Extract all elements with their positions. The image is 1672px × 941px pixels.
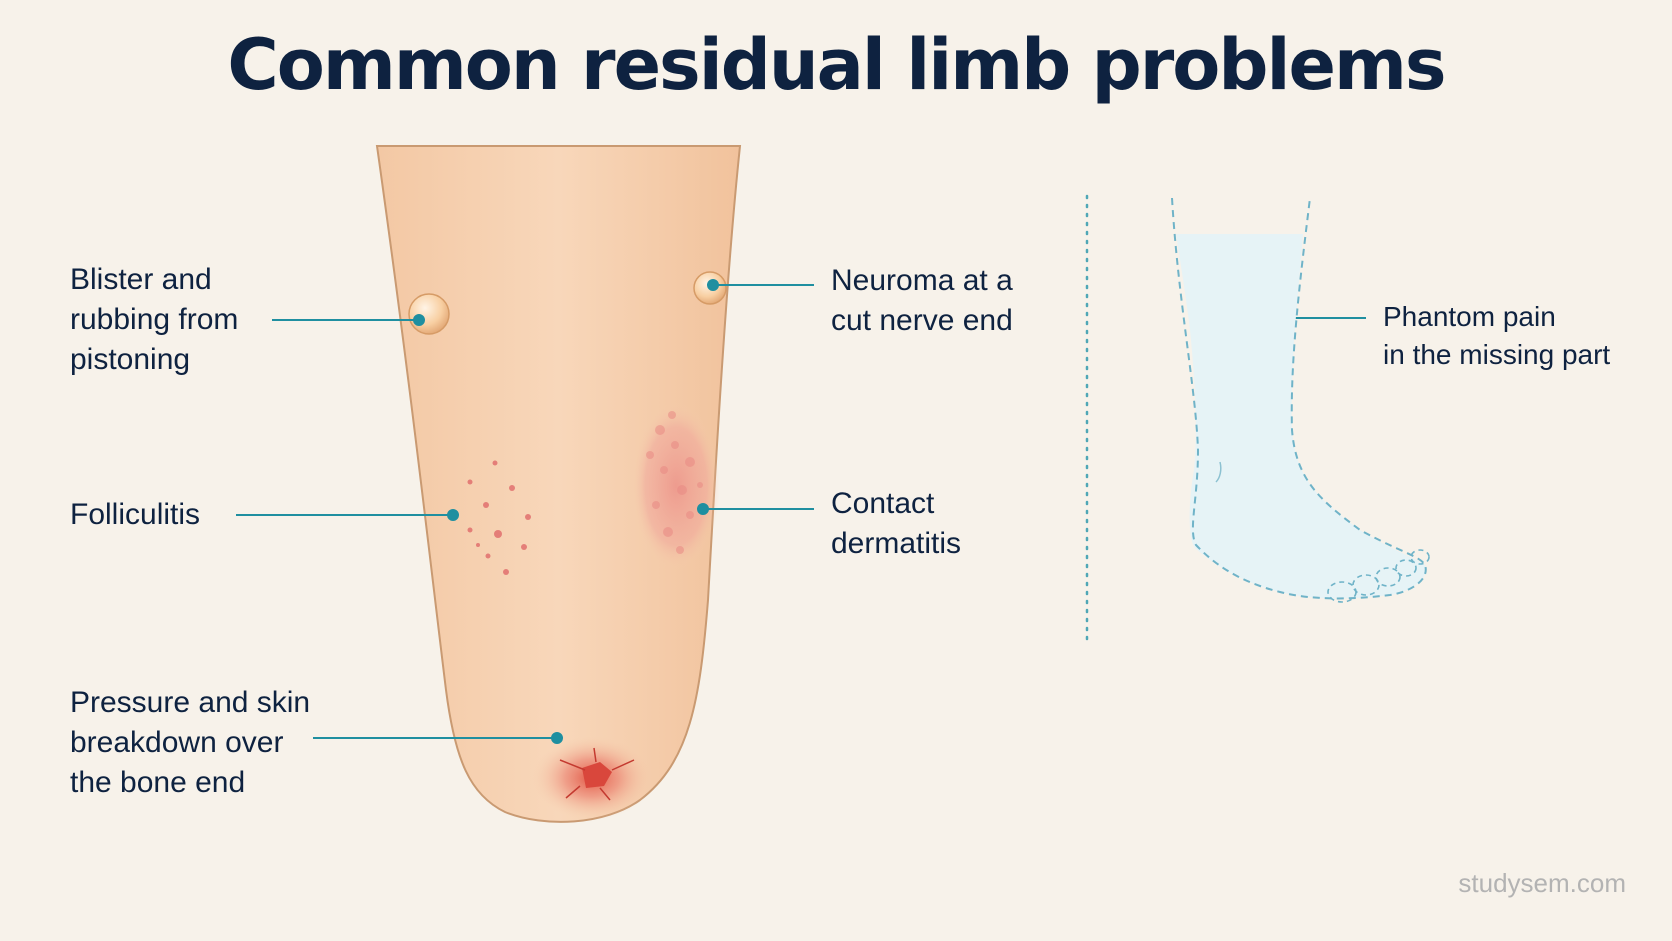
watermark: studysem.com [1458, 868, 1626, 898]
folliculitis-spots [467, 460, 531, 575]
label-phantom: Phantom pain in the missing part [1383, 301, 1611, 370]
dermatitis-patch [632, 402, 720, 570]
label-neuroma: Neuroma at a cut nerve end [831, 264, 1013, 337]
label-pressure: Pressure and skin breakdown over the bon… [70, 686, 311, 799]
pressure-wound [532, 736, 652, 820]
blister-left [408, 293, 450, 335]
label-blister: Blister and rubbing from pistoning [70, 263, 239, 376]
page-title: Common residual limb problems [227, 24, 1446, 106]
label-dermatitis: Contact dermatitis [831, 487, 962, 560]
label-folliculitis: Folliculitis [70, 498, 201, 531]
residual-limb [375, 145, 742, 823]
phantom-limb [1171, 197, 1430, 603]
